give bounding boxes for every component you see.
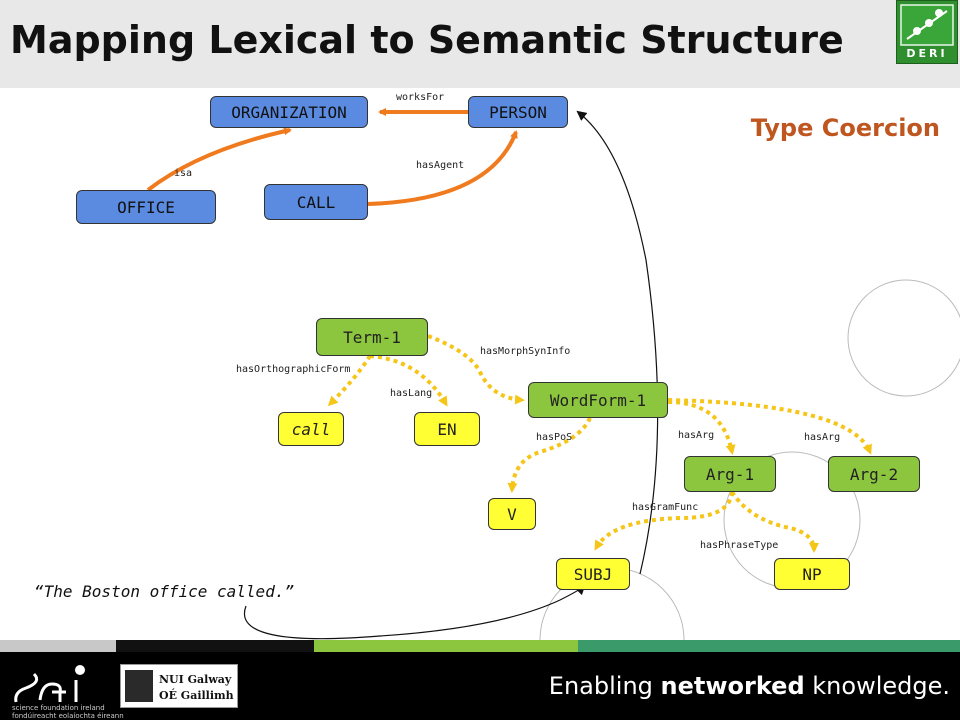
edge-has-pos: [507, 417, 592, 493]
sfi-caption: science foundation ireland fondúireacht …: [12, 704, 124, 720]
edge-label-has-lang: hasLang: [390, 388, 433, 399]
edge-has-orthographic-form: [327, 354, 372, 407]
footer-stripe-green: [578, 640, 960, 652]
edge-has-arg-2: [667, 398, 872, 455]
edge-quote-to-subj: [243, 584, 586, 640]
node-subj: SUBJ: [556, 558, 630, 590]
tagline-post: knowledge.: [804, 672, 950, 700]
footer-stripe-grey: [0, 640, 116, 652]
node-arg-1: Arg-1: [684, 456, 776, 492]
example-sentence: “The Boston office called.”: [34, 582, 295, 601]
sfi-irish: fondúireacht eolaíochta éireann: [12, 712, 124, 720]
nui-crest-icon: [125, 670, 153, 702]
diagram-edges: [146, 108, 960, 640]
edge-label-works-for: worksFor: [396, 92, 445, 103]
footer-tagline: Enabling networked knowledge.: [549, 672, 950, 700]
node-call-form: call: [278, 412, 344, 446]
edge-has-gram-func: [594, 491, 734, 551]
nui-line-1: NUI Galway: [159, 673, 232, 686]
bg-circle-1: [847, 279, 960, 397]
node-arg-2: Arg-2: [828, 456, 920, 492]
footer-stripe-lime: [314, 640, 578, 652]
deri-logo-text: DERI: [906, 47, 948, 60]
node-v: V: [488, 498, 536, 530]
nui-galway-logo: NUI Galway OÉ Gaillimh: [120, 664, 238, 708]
edge-has-agent: [367, 130, 518, 206]
tagline-bold: networked: [660, 672, 805, 700]
node-wordform-1: WordForm-1: [528, 382, 668, 418]
deri-logo-mark: [900, 4, 954, 46]
node-term-1: Term-1: [316, 318, 428, 356]
deri-logo: DERI: [896, 0, 958, 64]
header-bar: [0, 0, 960, 88]
edge-subj-to-person: [576, 110, 659, 575]
node-np: NP: [774, 558, 850, 590]
edge-label-has-orthographic-form: hasOrthographicForm: [236, 364, 351, 375]
nui-line-2: OÉ Gaillimh: [159, 689, 234, 702]
edge-has-morph-syn-info: [427, 334, 525, 405]
slide-title: Mapping Lexical to Semantic Structure: [10, 18, 844, 62]
edge-has-arg-1: [667, 400, 736, 455]
edge-has-lang: [369, 354, 448, 407]
edge-label-has-arg-1: hasArg: [678, 430, 715, 441]
edge-label-has-phrase-type: hasPhraseType: [700, 540, 779, 551]
edge-has-phrase-type: [730, 490, 819, 553]
node-office: OFFICE: [76, 190, 216, 224]
edge-label-has-morph-syn-info: hasMorphSynInfo: [480, 346, 571, 357]
tagline-pre: Enabling: [548, 672, 661, 700]
edge-label-has-agent: hasAgent: [416, 160, 465, 171]
edge-label-has-arg-2: hasArg: [804, 432, 841, 443]
node-organization: ORGANIZATION: [210, 96, 368, 128]
edge-isa: [146, 127, 292, 192]
edge-label-isa: isa: [174, 168, 193, 179]
sfi-name: science foundation ireland: [12, 704, 105, 712]
node-call-concept: CALL: [264, 184, 368, 220]
edge-label-has-gram-func: hasGramFunc: [632, 502, 699, 513]
node-en: EN: [414, 412, 480, 446]
slide-subtitle: Type Coercion: [750, 114, 940, 142]
edge-label-has-pos: hasPoS: [536, 432, 573, 443]
footer-stripe-black: [116, 640, 314, 652]
node-person: PERSON: [468, 96, 568, 128]
sfi-logo: [14, 665, 85, 703]
